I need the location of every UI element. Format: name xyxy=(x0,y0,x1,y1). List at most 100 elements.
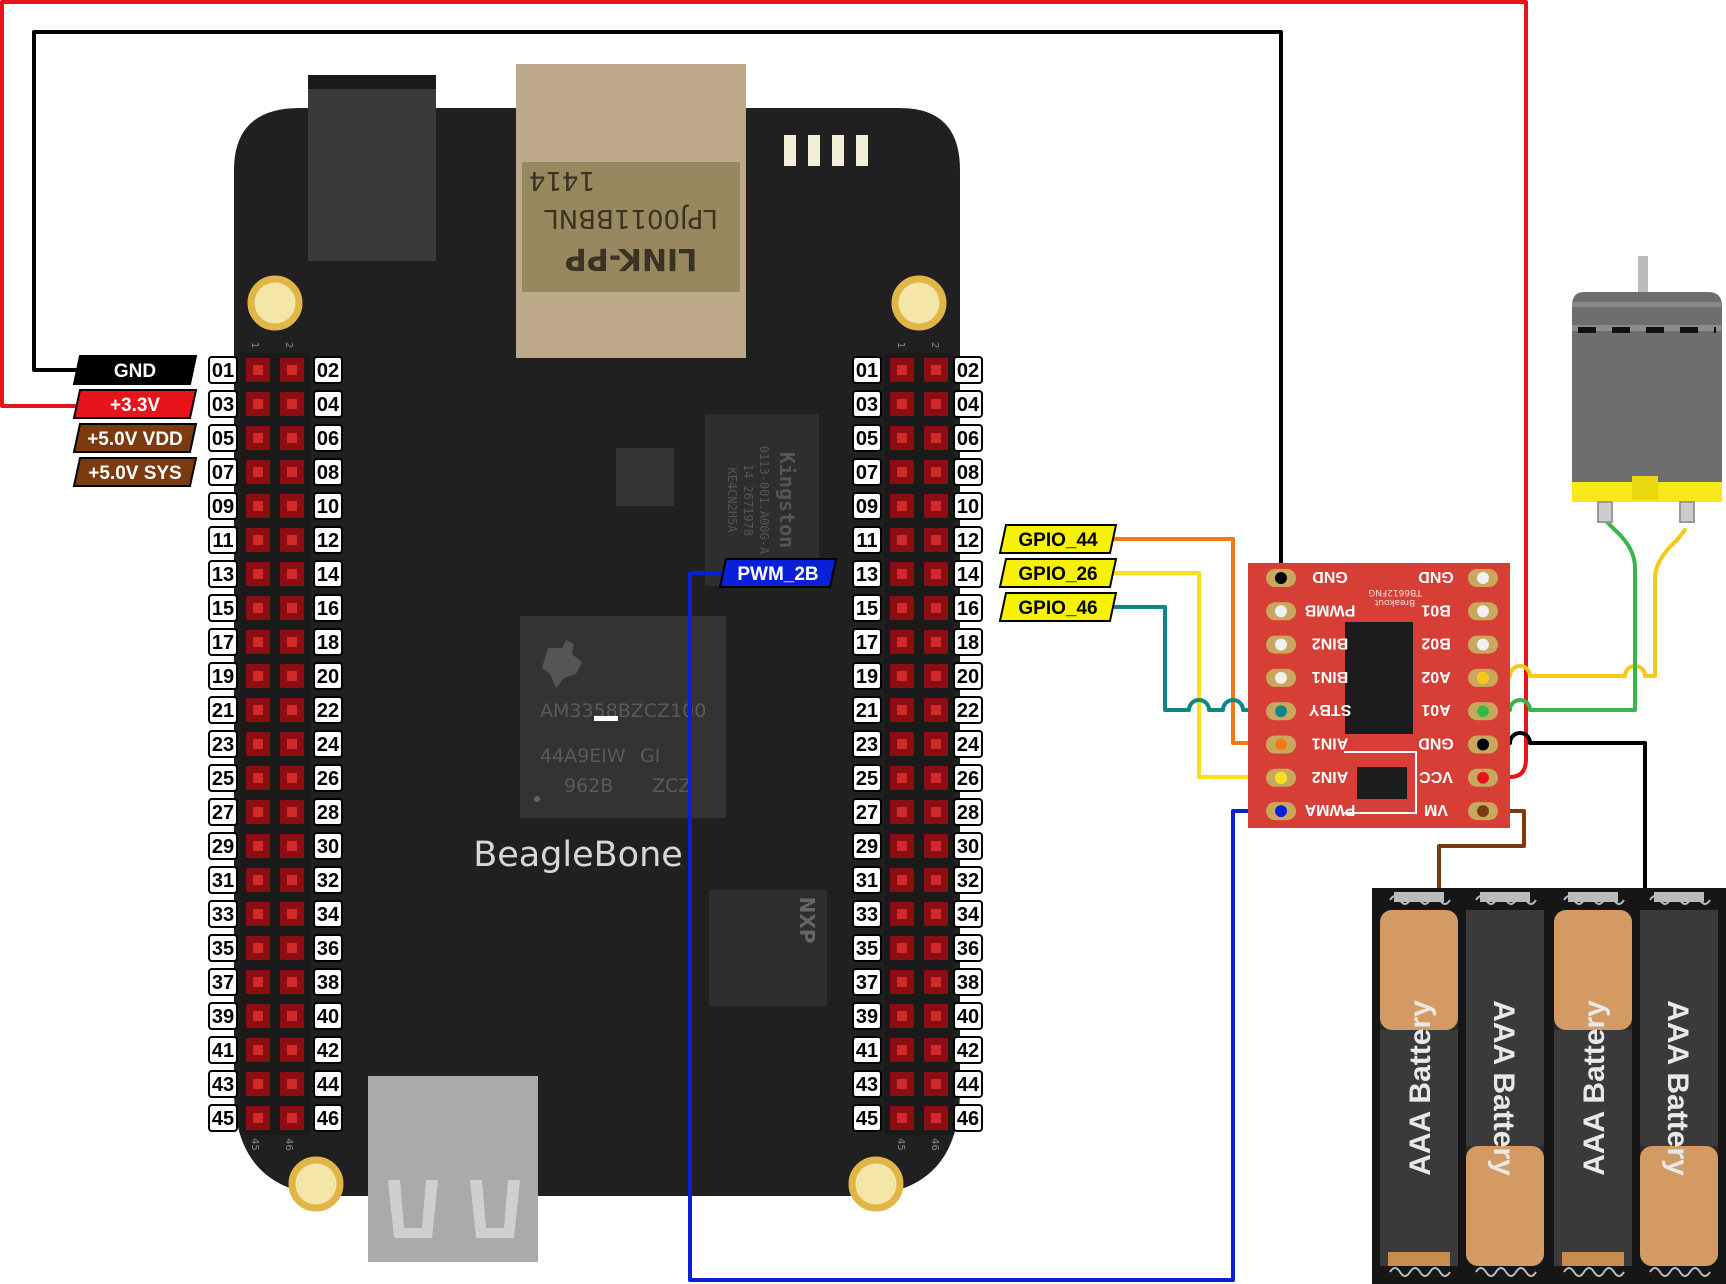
left-header-pin-box xyxy=(313,424,343,452)
right-header-pin-label: 04 xyxy=(957,394,980,416)
driver-left-pin-label: STBY xyxy=(1308,701,1351,718)
left-header-pin-label: 44 xyxy=(317,1074,340,1096)
flash-chip: Kingston 0113-001.A00G-A 14 2671978 KE4C… xyxy=(705,414,819,586)
svg-text:46: 46 xyxy=(283,1138,294,1151)
wire-gpio26 xyxy=(1113,571,1283,779)
left-header-pin-label: 26 xyxy=(317,768,339,790)
right-header-pin-label: 13 xyxy=(856,564,878,586)
left-header-pin-box xyxy=(313,526,343,554)
right-header-pin-label: 14 xyxy=(957,564,980,586)
svg-text:45: 45 xyxy=(249,1138,260,1151)
left-header-pin-box xyxy=(313,492,343,520)
battery-cell: AAA Battery xyxy=(1554,892,1632,1277)
left-header-pin-box xyxy=(208,526,238,554)
svg-text:14 2671978: 14 2671978 xyxy=(741,464,755,536)
right-header-pin-box xyxy=(953,798,983,826)
left-header-pin-box xyxy=(208,730,238,758)
left-header-pin-box xyxy=(313,696,343,724)
svg-text:45: 45 xyxy=(895,1138,906,1151)
ethernet-brand: LINK-PP xyxy=(565,241,697,276)
driver-right-pin-label: VM xyxy=(1424,801,1448,818)
svg-text:TB6612FNG: TB6612FNG xyxy=(1368,587,1422,597)
left-header-pin-box xyxy=(208,934,238,962)
left-header-pin-label: 46 xyxy=(317,1108,339,1130)
left-header-pin-label: 14 xyxy=(317,564,340,586)
driver-left-pin-label: PWMA xyxy=(1304,801,1355,818)
left-header-pin-box xyxy=(208,594,238,622)
signal-tag-label: PWM_2B xyxy=(737,564,818,585)
driver-right-pin-label: B01 xyxy=(1421,601,1450,618)
right-header-pin-label: 01 xyxy=(856,360,878,382)
status-leds xyxy=(784,135,868,166)
left-header-pin-box xyxy=(313,356,343,384)
small-chip xyxy=(616,448,674,506)
cpu-suffix2: ZCZ xyxy=(652,775,691,797)
svg-text:KE4CN2H5A: KE4CN2H5A xyxy=(725,467,739,533)
right-header-pin-label: 32 xyxy=(957,870,979,892)
left-header-pin-box xyxy=(208,900,238,928)
signal-tag-label: GPIO_26 xyxy=(1018,564,1097,585)
left-header-pin-label: 35 xyxy=(212,938,234,960)
left-header-pin-label: 30 xyxy=(317,836,339,858)
left-header-pin-box xyxy=(208,390,238,418)
left-header-pin-label: 36 xyxy=(317,938,339,960)
right-header-pin-label: 37 xyxy=(856,972,878,994)
left-header-pin-box xyxy=(208,1104,238,1132)
right-header-pin-label: 25 xyxy=(856,768,878,790)
right-header-pin-label: 07 xyxy=(856,462,878,484)
left-header-pin-label: 06 xyxy=(317,428,339,450)
left-header-pin-label: 38 xyxy=(317,972,339,994)
left-header-pin-label: 02 xyxy=(317,360,339,382)
right-header-pin-box xyxy=(953,1070,983,1098)
power-tag-label: GND xyxy=(114,361,156,382)
left-header-pin-box xyxy=(313,832,343,860)
cpu-line1: AM3358BZCZ100 xyxy=(540,700,706,722)
wire-3v3 xyxy=(0,0,1528,779)
left-header-pin-box xyxy=(208,458,238,486)
right-header-pin-box xyxy=(852,458,882,486)
right-header-pin-label: 09 xyxy=(856,496,878,518)
wire-vm xyxy=(1437,809,1526,892)
left-header-pin-label: 21 xyxy=(212,700,234,722)
signal-tag xyxy=(998,524,1118,554)
signal-tag-label: GPIO_44 xyxy=(1018,530,1098,551)
power-jack xyxy=(308,75,436,261)
wire-pwm xyxy=(688,571,1283,1282)
wire-motor-b xyxy=(1481,518,1637,712)
right-header-pin-label: 43 xyxy=(856,1074,878,1096)
driver-left-pin-label: PWMB xyxy=(1305,601,1356,618)
left-header-pin-box xyxy=(208,628,238,656)
right-header-pin-box xyxy=(852,866,882,894)
right-header-pin-box xyxy=(953,492,983,520)
left-header-pin-label: 20 xyxy=(317,666,339,688)
left-header-pin-label: 31 xyxy=(212,870,234,892)
left-header-pin-label: 27 xyxy=(212,802,234,824)
left-header-pin-box xyxy=(313,390,343,418)
left-header-pin-label: 11 xyxy=(212,530,233,552)
right-header-pin-box xyxy=(852,662,882,690)
left-header-pin-box xyxy=(313,628,343,656)
right-header-pin-label: 02 xyxy=(957,360,979,382)
left-header-pin-label: 29 xyxy=(212,836,234,858)
mounting-holes xyxy=(247,275,947,1212)
left-header-pin-box xyxy=(313,1070,343,1098)
svg-text:1: 1 xyxy=(249,342,260,348)
driver-right-pin-label: A02 xyxy=(1421,668,1450,685)
right-header-pin-label: 44 xyxy=(957,1074,980,1096)
signal-tag xyxy=(998,592,1118,622)
left-header-pin-label: 41 xyxy=(212,1040,234,1062)
right-header-pin-box xyxy=(852,1036,882,1064)
right-header-pin-box xyxy=(852,968,882,996)
right-header-pin-box xyxy=(852,934,882,962)
left-header-pin-label: 15 xyxy=(212,598,234,620)
right-header-pin-label: 38 xyxy=(957,972,979,994)
right-header-pin-label: 35 xyxy=(856,938,878,960)
left-header-pin-box xyxy=(208,832,238,860)
signal-tag-label: GPIO_46 xyxy=(1018,598,1097,619)
driver-left-pin-label: AIN2 xyxy=(1312,768,1349,785)
right-header-pin-label: 42 xyxy=(957,1040,979,1062)
left-header-pin-box xyxy=(208,1036,238,1064)
right-header-pin-label: 23 xyxy=(856,734,878,756)
